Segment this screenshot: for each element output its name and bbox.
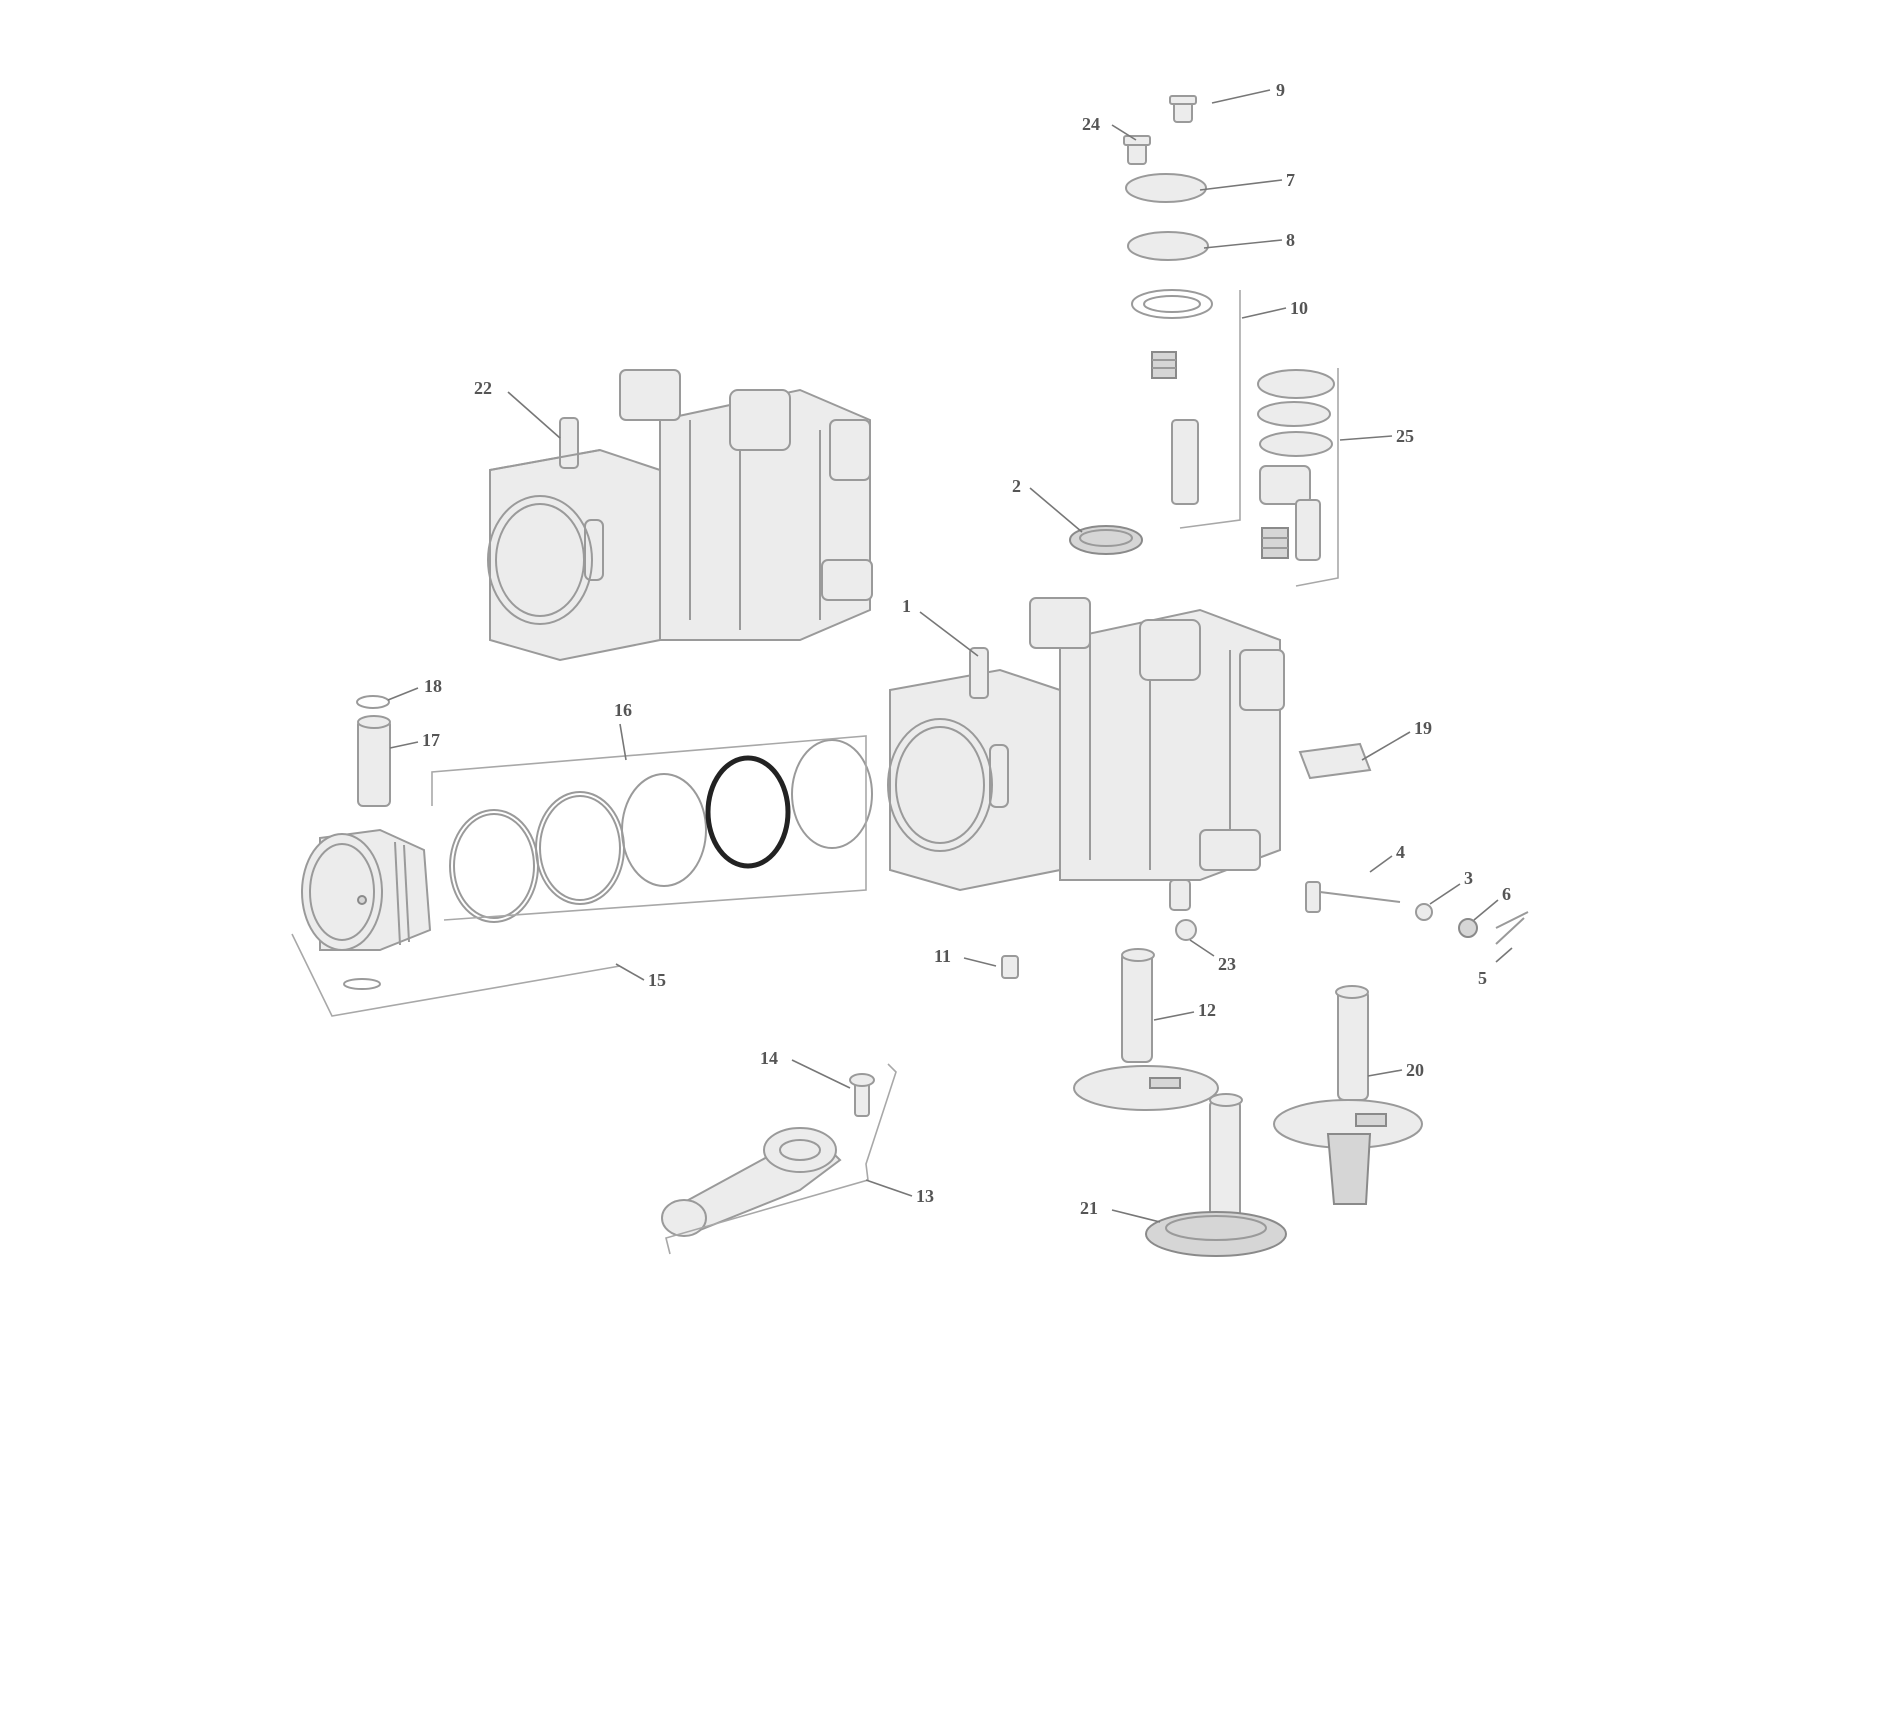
callout-23: 23 [1218,954,1236,974]
callout-10: 10 [1290,298,1308,318]
callout-17: 17 [422,730,440,750]
callout-15: 15 [648,970,666,990]
callout-9: 9 [1276,80,1285,100]
callout-14: 14 [760,1048,778,1068]
callout-20: 20 [1406,1060,1424,1080]
callout-1: 1 [902,596,911,616]
callout-3: 3 [1464,868,1473,888]
part-20-shaft [1273,985,1423,1205]
piston-ring-set [449,739,873,923]
part-14-bolt [849,1073,875,1117]
part-23-drain [1175,919,1197,941]
callout-12: 12 [1198,1000,1216,1020]
callout-13: 13 [916,1186,934,1206]
valve-stack [1069,95,1339,587]
bracket-15 [291,933,621,1017]
part-11-fitting [1001,955,1019,979]
callout-18: 18 [424,676,442,696]
part-3-washer [1415,903,1433,921]
callout-24: 24 [1082,114,1100,134]
callout-2: 2 [1012,476,1021,496]
callout-8: 8 [1286,230,1295,250]
part-18-clip [356,695,390,709]
part-2-seal [1069,525,1143,555]
part-22-pump-housing [487,369,873,662]
part-10-valve-assembly [1131,289,1241,529]
part-9-cap [1169,95,1197,123]
leader-lines [387,89,1513,1223]
part-5-clip [1495,911,1529,945]
part-13-connecting-rod [661,1063,897,1255]
callout-21: 21 [1080,1198,1098,1218]
part-6-nut [1458,918,1478,938]
callout-11: 11 [934,946,951,966]
part-1-pump-housing [887,597,1285,911]
callout-25: 25 [1396,426,1414,446]
callout-6: 6 [1502,884,1511,904]
bracket-16 [431,735,867,921]
part-19-plug [1298,742,1372,780]
part-7-washer [1125,173,1207,203]
callout-labels: 9 24 7 8 10 25 2 22 1 18 17 16 15 19 4 3… [422,80,1511,1218]
part-8-washer [1127,231,1209,261]
part-24-cap [1123,135,1151,165]
part-12-shaft [1073,948,1219,1111]
callout-4: 4 [1396,842,1405,862]
part-17-piston-pin [357,715,391,807]
part-25-valve-kit [1257,368,1339,587]
part-piston [301,828,432,990]
part-21-shaft [1145,1093,1287,1257]
callout-19: 19 [1414,718,1432,738]
callout-5: 5 [1478,968,1487,988]
part-4-pin [1305,881,1401,913]
callout-22: 22 [474,378,492,398]
callout-7: 7 [1286,170,1295,190]
callout-16: 16 [614,700,632,720]
